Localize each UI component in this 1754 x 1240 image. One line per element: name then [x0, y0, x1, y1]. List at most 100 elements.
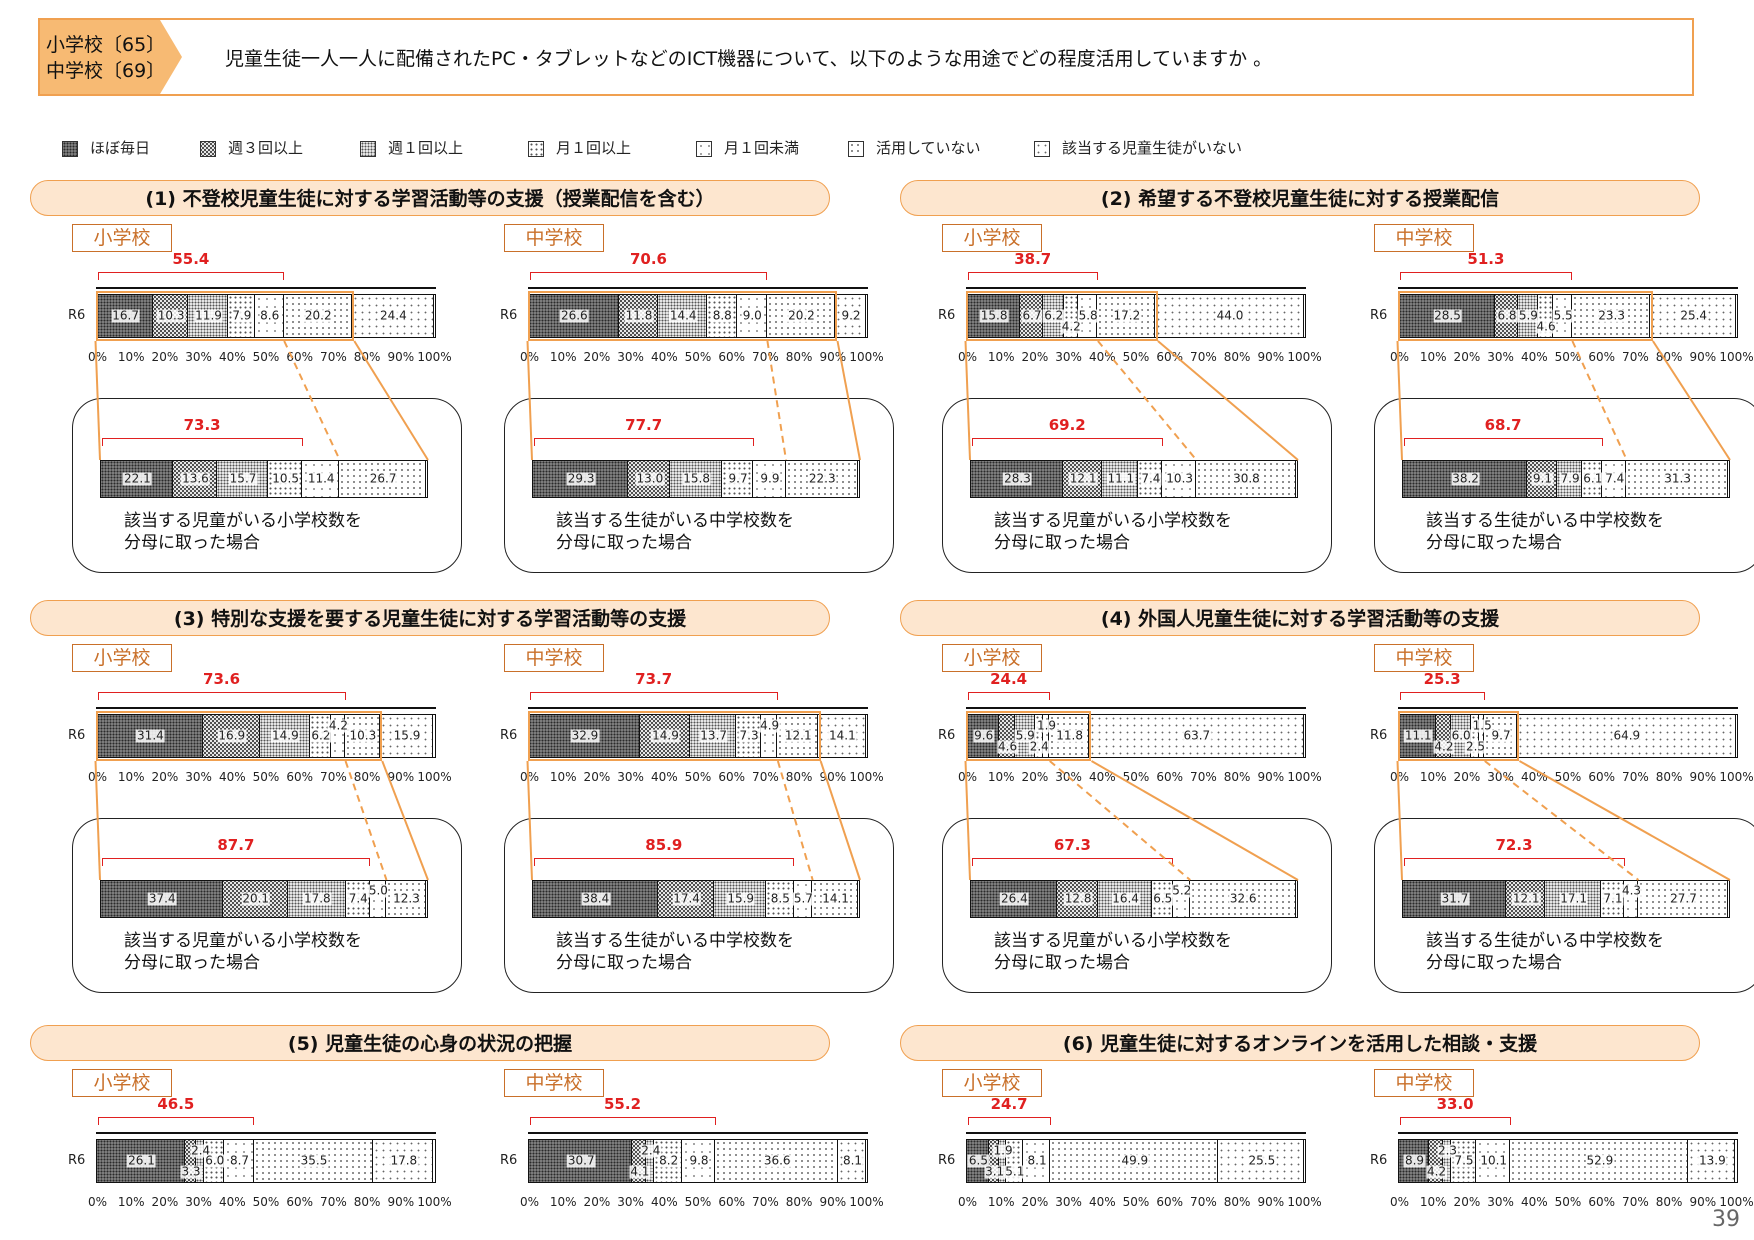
axis-tick-label: 10% — [549, 1195, 577, 1209]
bar-segment — [971, 461, 1063, 497]
legend-label: 活用していない — [876, 139, 981, 157]
bar-segment — [287, 881, 346, 917]
total-label: 67.3 — [1053, 836, 1091, 854]
segment-value-label: 10.1 — [1479, 1153, 1509, 1168]
school-type-label: 中学校 — [1374, 1069, 1474, 1097]
panel-title: (4) 外国人児童生徒に対する学習活動等の支援 — [900, 600, 1700, 636]
segment-value-label: 9.9 — [759, 471, 781, 486]
segment-value-label: 22.1 — [123, 471, 152, 486]
segment-value-label: 9.0 — [741, 308, 763, 323]
segment-value-label: 20.2 — [303, 308, 333, 323]
segment-value-label: 6.5 — [1152, 891, 1174, 906]
segment-value-label: 4.2 — [1426, 1164, 1448, 1179]
inset-caption: 該当する生徒がいる中学校数を — [1426, 931, 1664, 951]
bar-segment — [988, 1140, 1000, 1182]
axis-tick-label: 50% — [1122, 350, 1150, 364]
row-label: R6 — [68, 728, 86, 743]
highlight-frame — [1397, 291, 1653, 341]
axis-tick-label: 50% — [1122, 1195, 1150, 1209]
axis-tick-label: 10% — [987, 350, 1015, 364]
segment-value-label: 22.3 — [807, 471, 837, 486]
segment-value-label: 3.1 — [984, 1164, 1006, 1179]
axis-tick-label: 10% — [987, 770, 1015, 784]
segment-value-label: 6.0 — [1450, 728, 1472, 743]
school-count-tag: 小学校〔65〕 中学校〔69〕 — [40, 20, 165, 94]
axis-tick-label: 70% — [1190, 770, 1217, 784]
bar-segment — [379, 715, 434, 757]
axis-tick-label: 10% — [549, 770, 577, 784]
axis-tick-label: 90% — [1257, 350, 1285, 364]
total-label: 73.3 — [183, 416, 221, 434]
inset-caption: 該当する生徒がいる中学校数を — [556, 931, 794, 951]
axis-tick-label: 40% — [650, 770, 678, 784]
segment-value-label: 38.4 — [581, 891, 611, 906]
axis-tick-label: 60% — [286, 1195, 314, 1209]
segment-value-label: 8.7 — [228, 1153, 251, 1168]
bar-top-line — [528, 287, 868, 289]
axis-tick-label: 80% — [1223, 770, 1251, 784]
axis-tick-label: 0% — [87, 770, 108, 784]
legend-label: 週３回以上 — [228, 139, 304, 157]
bar-segment — [1042, 715, 1050, 757]
bar-top-line — [96, 707, 436, 709]
total-label: 33.0 — [1436, 1095, 1474, 1113]
total-label: 25.3 — [1423, 670, 1461, 688]
row-label: R6 — [500, 308, 518, 323]
segment-value-label: 64.9 — [1612, 728, 1642, 743]
segment-value-label: 6.0 — [204, 1153, 226, 1168]
total-bracket — [967, 1117, 1051, 1125]
axis-tick-label: 20% — [1453, 1195, 1481, 1209]
inset-caption: 該当する児童がいる小学校数を — [994, 511, 1232, 531]
legend-swatch — [200, 140, 216, 157]
axis-tick-label: 0% — [957, 350, 978, 364]
bar-top-line — [528, 707, 868, 709]
total-label: 73.7 — [635, 670, 673, 688]
segment-value-label: 8.5 — [769, 891, 791, 906]
panel-title: (6) 児童生徒に対するオンラインを活用した相談・支援 — [900, 1025, 1700, 1061]
segment-value-label: 11.9 — [194, 308, 223, 323]
axis-tick-label: 30% — [1055, 1195, 1082, 1209]
segment-value-label: 30.7 — [566, 1153, 596, 1168]
segment-value-label: 13.9 — [1698, 1153, 1727, 1168]
axis-tick-label: 20% — [1021, 770, 1049, 784]
highlight-frame — [965, 291, 1158, 341]
axis-tick-label: 100% — [417, 770, 452, 784]
segment-value-label: 26.1 — [127, 1153, 156, 1168]
row-label: R6 — [500, 728, 518, 743]
segment-value-label: 37.4 — [147, 891, 177, 906]
axis-tick-label: 80% — [1655, 350, 1683, 364]
inset-caption: 分母に取った場合 — [994, 953, 1130, 973]
segment-value-label: 11.4 — [306, 471, 336, 486]
highlight-frame — [965, 711, 1092, 761]
segment-value-label: 14.1 — [828, 728, 857, 743]
segment-value-label: 8.6 — [259, 308, 281, 323]
axis-tick-label: 100% — [1287, 1195, 1322, 1209]
segment-value-label: 38.2 — [1451, 471, 1480, 486]
school-type-label: 小学校 — [72, 1069, 172, 1097]
bar-segment — [1443, 1140, 1451, 1182]
axis-tick-label: 10% — [1419, 770, 1447, 784]
panel-title: (1) 不登校児童生徒に対する学習活動等の支援（授業配信を含む） — [30, 180, 830, 216]
segment-value-label: 6.7 — [1021, 308, 1043, 323]
bar-top-line — [96, 287, 436, 289]
bar-top-line — [966, 287, 1306, 289]
inset-caption: 該当する生徒がいる中学校数を — [1426, 511, 1664, 531]
axis-tick-label: 60% — [1588, 1195, 1616, 1209]
segment-value-label: 9.2 — [840, 308, 862, 323]
legend-item: 月１回以上 — [528, 138, 631, 158]
segment-value-label: 1.9 — [1035, 718, 1058, 733]
axis-tick-label: 50% — [1554, 350, 1582, 364]
axis-tick-label: 20% — [1453, 350, 1481, 364]
total-label: 68.7 — [1484, 416, 1522, 434]
bar-top-line — [1398, 1132, 1738, 1134]
highlight-frame — [527, 711, 821, 761]
axis-tick-label: 80% — [785, 350, 813, 364]
axis-tick-label: 0% — [957, 1195, 978, 1209]
axis-tick-label: 80% — [353, 350, 381, 364]
axis-tick-label: 30% — [617, 350, 644, 364]
segment-value-label: 16.7 — [111, 308, 140, 323]
bar-segment — [217, 461, 269, 497]
total-label: 70.6 — [629, 250, 667, 268]
segment-value-label: 8.1 — [1026, 1153, 1048, 1168]
axis-tick-label: 20% — [1021, 350, 1049, 364]
